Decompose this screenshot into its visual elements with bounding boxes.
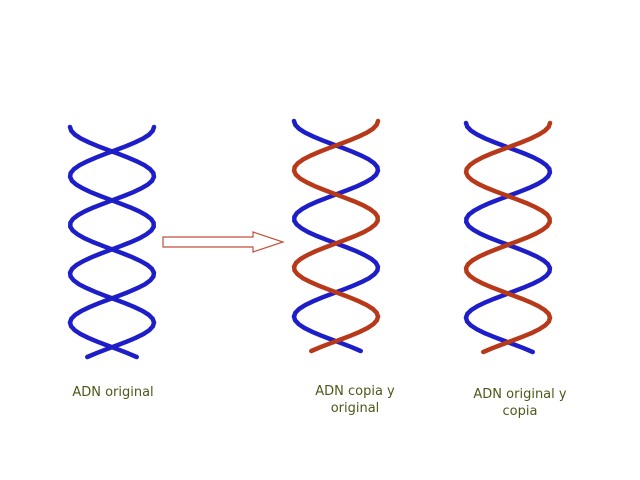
- caption-original-and-copy-line1: ADN original y: [473, 387, 567, 402]
- helix-3-strand-copy: [463, 120, 553, 355]
- helix-original: [67, 124, 157, 360]
- caption-copy-and-original-line1: ADN copia y: [315, 384, 395, 399]
- helix-original-strand-b: [67, 124, 157, 360]
- replication-arrow: [162, 231, 285, 253]
- caption-copy-and-original-line2: original: [330, 401, 380, 416]
- helix-3-strand-original: [463, 120, 553, 355]
- helix-original-strand-a: [67, 124, 157, 360]
- caption-original-text: ADN original: [72, 385, 154, 400]
- helix-2-strand-copy: [291, 118, 381, 354]
- caption-original-and-copy: ADN original y copia: [455, 386, 585, 420]
- arrow-shape: [162, 231, 285, 253]
- helix-original-copy: [463, 120, 553, 355]
- caption-copy-and-original: ADN copia y original: [290, 383, 420, 417]
- helix-copy-original: [291, 118, 381, 354]
- helix-2-strand-original: [291, 118, 381, 354]
- caption-original-and-copy-line2: copia: [502, 404, 538, 419]
- caption-original: ADN original: [48, 384, 178, 401]
